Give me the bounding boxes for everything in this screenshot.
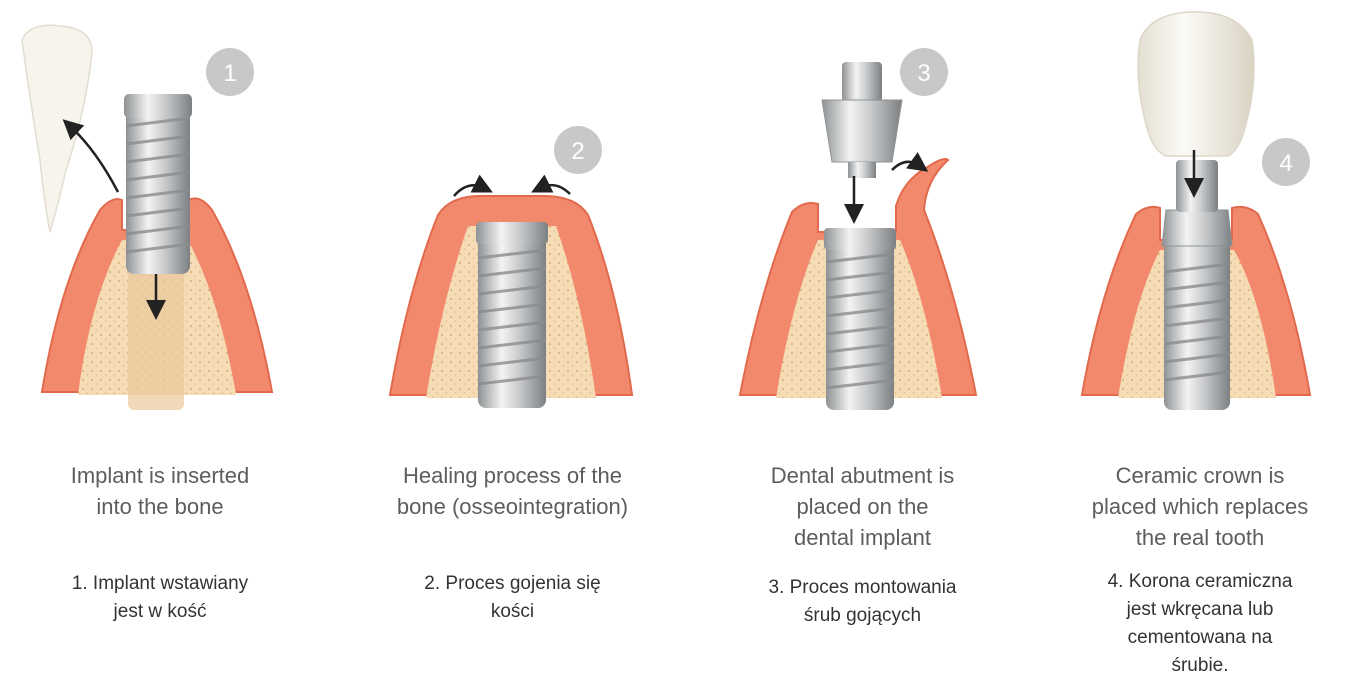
arrow-right-icon	[454, 185, 484, 196]
step-title-en: Dental abutment is placed on the dental …	[700, 460, 1025, 553]
arrow-right-icon	[892, 162, 920, 170]
abutment-icon	[1162, 160, 1232, 246]
step-number-badge: 2	[554, 126, 602, 174]
step-title-pl: 4. Korona ceramiczna jest wkręcana lub c…	[1040, 568, 1360, 680]
step-title-en: Implant is inserted into the bone	[0, 460, 320, 522]
svg-text:1: 1	[223, 60, 236, 87]
arrow-icon	[70, 126, 118, 192]
step-title-en: Ceramic crown is placed which replaces t…	[1040, 460, 1360, 553]
arrow-left-icon	[540, 185, 570, 194]
svg-text:3: 3	[917, 60, 930, 87]
step-title-pl: 1. Implant wstawiany jest w kość	[0, 570, 320, 626]
step-number-badge: 1	[206, 48, 254, 96]
step-title-pl: 3. Proces montowania śrub gojących	[700, 574, 1025, 630]
svg-text:4: 4	[1279, 150, 1292, 177]
implant-screw-icon	[476, 222, 548, 408]
step-3: 3 Dental abutment is placed on the denta…	[700, 0, 1025, 684]
step-number-badge: 3	[900, 48, 948, 96]
natural-tooth-icon	[22, 25, 92, 232]
implant-screw-icon	[824, 228, 896, 410]
ceramic-crown-icon	[1138, 12, 1254, 156]
implant-screw-icon	[124, 94, 192, 274]
abutment-icon	[822, 62, 902, 178]
step-1: 1 Implant is inserted into the bone 1. I…	[0, 0, 320, 684]
step-4: 4 Ceramic crown is placed which replaces…	[1040, 0, 1360, 684]
step-title-en: Healing process of the bone (osseointegr…	[350, 460, 675, 522]
implant-screw-icon	[1164, 240, 1230, 410]
svg-text:2: 2	[571, 138, 584, 165]
step-title-pl: 2. Proces gojenia się kości	[350, 570, 675, 626]
step-number-badge: 4	[1262, 138, 1310, 186]
step-2: 2 Healing process of the bone (osseointe…	[350, 0, 675, 684]
